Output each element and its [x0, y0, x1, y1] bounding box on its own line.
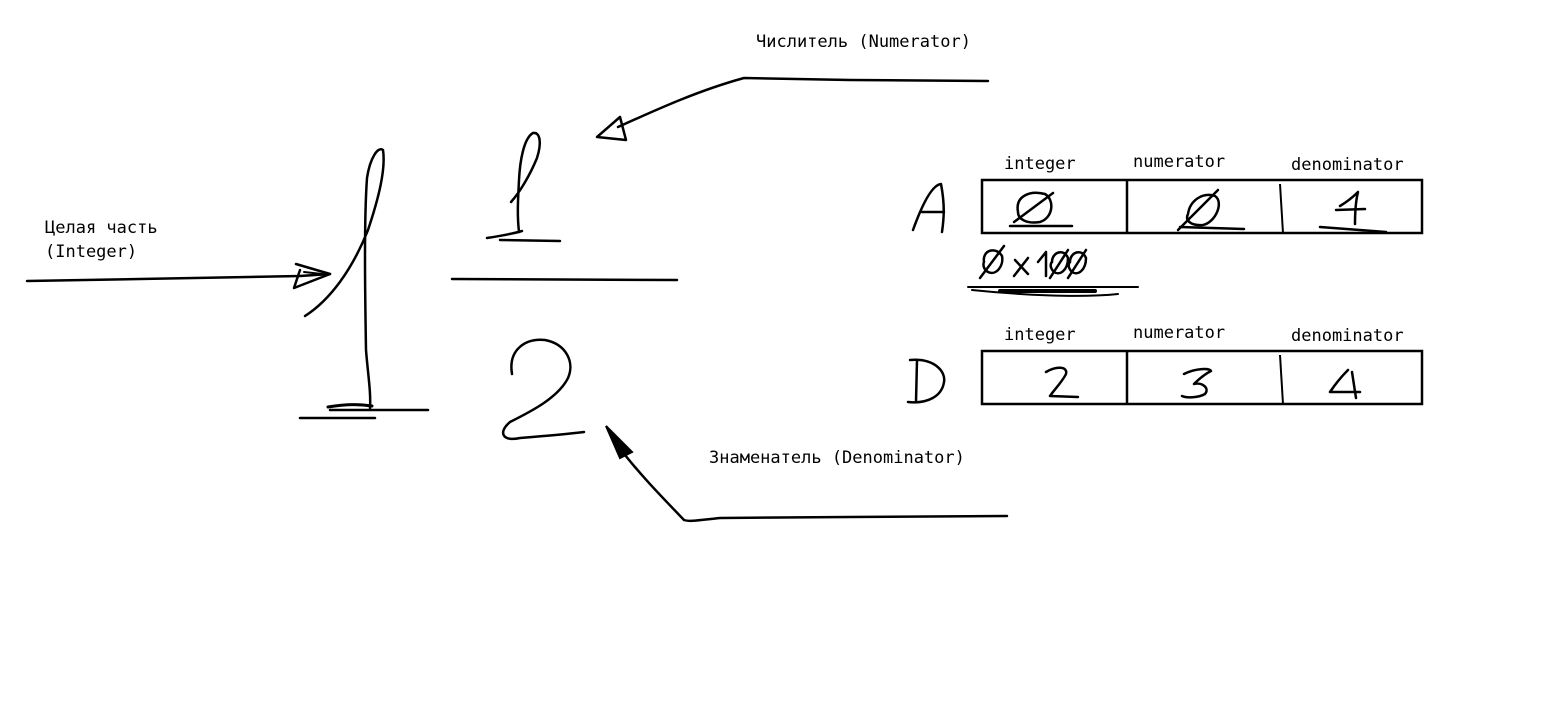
table-a-header-numerator: numerator — [1133, 152, 1226, 172]
integer-arrow — [25, 262, 332, 290]
fraction-bar — [450, 277, 679, 282]
integer-part-label-en: (Integer) — [45, 242, 138, 262]
denominator-arrow — [605, 425, 1009, 523]
integer-digit-glyph — [298, 147, 430, 420]
table-a-header-integer: integer — [1004, 154, 1076, 174]
numerator-digit-glyph — [485, 131, 562, 243]
table-a-header-denominator: denominator — [1291, 155, 1404, 175]
table-d — [906, 349, 1424, 406]
table-d-header-integer: integer — [1004, 325, 1076, 345]
numerator-label: Числитель (Numerator) — [756, 32, 971, 52]
denominator-digit-glyph — [501, 338, 586, 441]
table-d-header-numerator: numerator — [1133, 323, 1226, 343]
table-a — [911, 178, 1424, 235]
integer-part-label: Целая часть — [45, 218, 158, 238]
numerator-arrow — [595, 76, 990, 142]
scale-note — [967, 244, 1139, 297]
denominator-label: Знаменатель (Denominator) — [709, 448, 965, 468]
table-d-header-denominator: denominator — [1291, 326, 1404, 346]
